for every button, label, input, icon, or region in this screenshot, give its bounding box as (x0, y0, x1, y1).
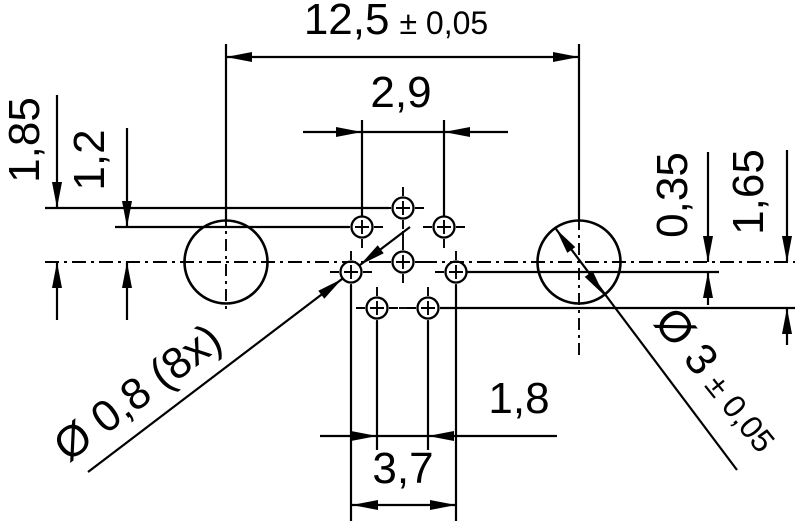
leader-mounting-hole (555, 228, 738, 471)
dim-label-lower-pin-offset: 1,65 (724, 149, 773, 235)
pin-holes (339, 196, 468, 320)
pin-hole-center (391, 250, 415, 274)
mounting-hole-right (536, 219, 622, 305)
dim-label-mounting-spacing: 12,5 ± 0,05 (304, 0, 488, 42)
dim-label-top-pin-offset: 1,85 (0, 97, 49, 183)
leader-pin-hole-lower (87, 278, 343, 473)
arrowheads (52, 52, 792, 510)
pin-hole-far-right (444, 260, 468, 284)
dim-label-mid-pin-span: 3,7 (372, 444, 434, 493)
pin-hole-upper-left (350, 215, 374, 239)
dim-label-mid-pin-offset: 0,35 (648, 152, 697, 238)
pin-hole-bottom-right (416, 296, 440, 320)
dim-tolerance: ± 0,05 (399, 5, 489, 41)
mounting-holes (183, 219, 622, 305)
mounting-hole-left (183, 219, 269, 305)
dim-label-lower-pin-span: 1,8 (488, 374, 550, 423)
centerlines (45, 187, 795, 358)
pin-hole-far-left (339, 260, 363, 284)
pin-hole-crosshairs (330, 187, 477, 329)
pin-hole-top-center (391, 196, 415, 220)
dim-label-upper-pin-span: 2,9 (370, 68, 432, 117)
pin-hole-bottom-left (365, 296, 389, 320)
dim-label-upper-pin-offset: 1,2 (65, 129, 114, 191)
dim-value: 12,5 (303, 0, 390, 44)
pin-hole-upper-right (432, 215, 456, 239)
